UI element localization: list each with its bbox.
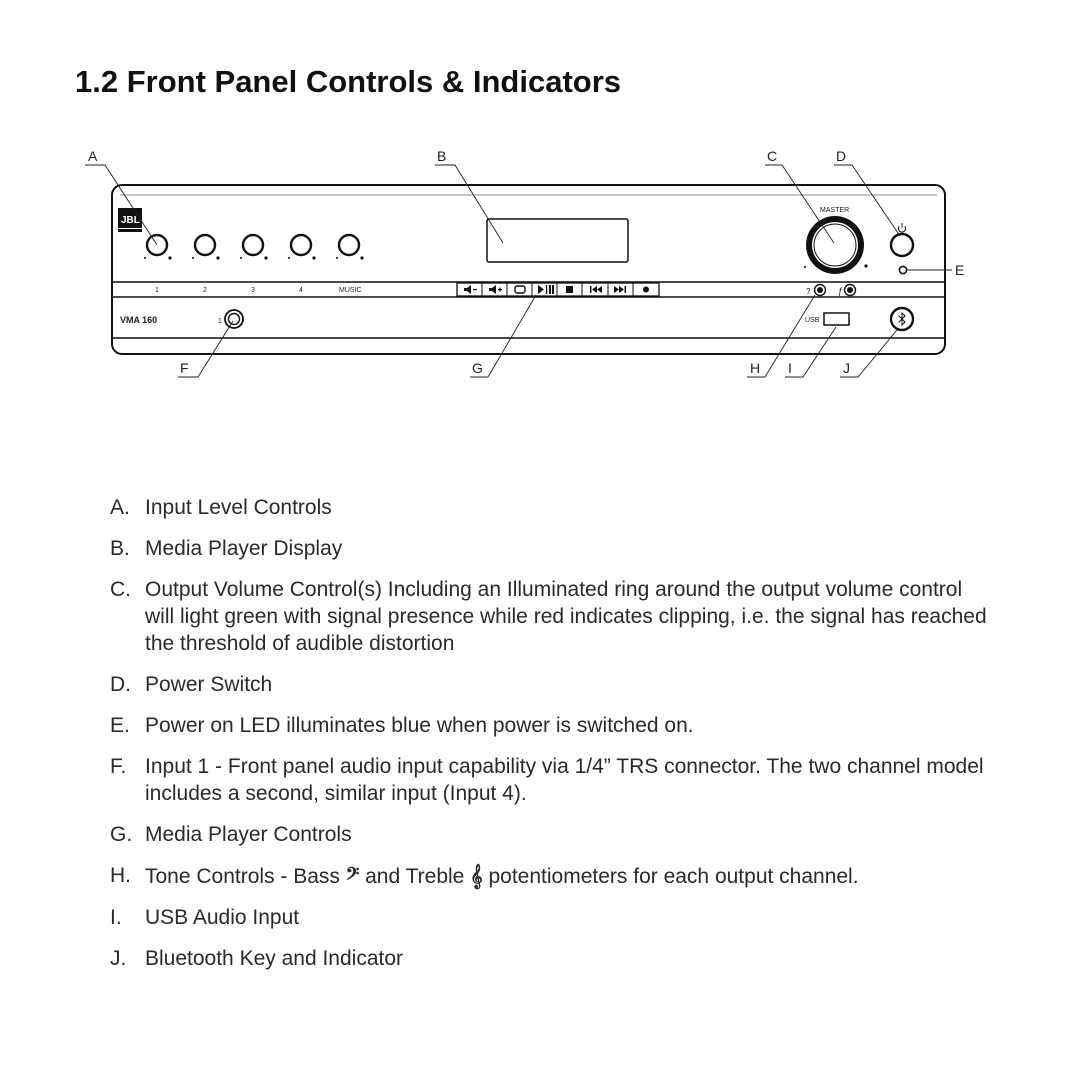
input-knob-music	[337, 233, 361, 257]
legend-text: Media Player Display	[145, 537, 343, 560]
model-label: VMA 160	[120, 315, 157, 325]
treble-small-icon: ƒ	[838, 286, 843, 296]
media-player-display	[486, 218, 629, 263]
legend-letter: B.	[110, 537, 130, 560]
legend-text: Output Volume Control(s) Including an Il…	[145, 578, 987, 655]
input-knob-4	[289, 233, 313, 257]
legend-item-h: H. Tone Controls - Bass 𝄢 and Treble 𝄞 po…	[110, 862, 990, 890]
input-knob-1	[145, 233, 169, 257]
input-number-labels: 1 2 3 4 MUSIC	[155, 287, 362, 294]
legend-text: Tone Controls - Bass 𝄢 and Treble 𝄞 pote…	[145, 862, 990, 890]
play-pause-icon	[538, 285, 554, 294]
legend-letter: I.	[110, 906, 122, 929]
legend-text: Input Level Controls	[145, 496, 332, 519]
tone-controls: ? ƒ	[806, 283, 857, 297]
media-player-controls	[456, 282, 660, 297]
input-knob-3	[241, 233, 265, 257]
legend-item-i: I. USB Audio Input	[110, 904, 990, 931]
usb-port	[823, 312, 850, 326]
master-label: MASTER	[820, 207, 849, 214]
callout-e: E	[955, 262, 964, 278]
brand-logo-text: JBL	[121, 215, 140, 226]
input-label-music: MUSIC	[339, 287, 362, 294]
callout-f: F	[180, 360, 189, 376]
input-label-2: 2	[203, 287, 207, 294]
treble-clef-icon: 𝄞	[470, 863, 483, 888]
brand-logo: JBL	[118, 208, 142, 232]
callout-a: A	[88, 148, 98, 164]
legend-letter: G.	[110, 823, 133, 846]
callout-lines	[85, 164, 952, 378]
callout-j: J	[843, 360, 850, 376]
callout-d: D	[836, 148, 846, 164]
legend-letter: H.	[110, 864, 131, 887]
front-input-jack	[224, 309, 244, 329]
bass-clef-icon: 𝄢	[345, 863, 360, 888]
legend-text-part: potentiometers for each output channel.	[488, 865, 859, 888]
callout-b: B	[437, 148, 446, 164]
legend-item-e: E. Power on LED illuminates blue when pow…	[110, 712, 990, 739]
legend-letter: E.	[110, 714, 130, 737]
legend-letter: J.	[110, 947, 127, 970]
legend-letter: C.	[110, 578, 131, 601]
bluetooth-key	[889, 306, 915, 332]
master-volume-knob	[806, 216, 864, 274]
legend-text: USB Audio Input	[145, 906, 300, 929]
callout-i: I	[788, 360, 792, 376]
legend-text: Media Player Controls	[145, 823, 352, 846]
previous-track-icon	[590, 286, 602, 293]
legend-item-j: J. Bluetooth Key and Indicator	[110, 945, 990, 972]
legend-item-b: B. Media Player Display	[110, 535, 990, 562]
legend-text: Input 1 - Front panel audio input capabi…	[145, 755, 984, 805]
legend-text: Power on LED illuminates blue when power…	[145, 714, 694, 737]
chassis-outline	[111, 184, 946, 355]
callout-h: H	[750, 360, 760, 376]
legend-letter: F.	[110, 755, 127, 778]
legend-text-part: and Treble	[365, 865, 465, 888]
legend-list: A. Input Level Controls B. Media Player Di…	[110, 494, 990, 986]
legend-text-part: Tone Controls - Bass	[145, 865, 340, 888]
power-icon	[897, 223, 907, 233]
front-input-number: 1	[218, 318, 222, 325]
legend-item-d: D. Power Switch	[110, 671, 990, 698]
legend-item-c: C. Output Volume Control(s) Including an …	[110, 576, 990, 657]
legend-item-a: A. Input Level Controls	[110, 494, 990, 521]
bluetooth-icon	[898, 311, 906, 327]
usb-label: USB	[805, 317, 820, 324]
callout-c: C	[767, 148, 777, 164]
input-label-4: 4	[299, 287, 303, 294]
stop-icon	[566, 286, 573, 293]
next-track-icon	[614, 286, 626, 293]
power-switch	[889, 223, 915, 258]
legend-text: Power Switch	[145, 673, 273, 696]
bass-small-icon: ?	[806, 287, 811, 296]
legend-item-f: F. Input 1 - Front panel audio input capa…	[110, 753, 990, 807]
callout-g: G	[472, 360, 483, 376]
input-knob-2	[193, 233, 217, 257]
legend-item-g: G. Media Player Controls	[110, 821, 990, 848]
input-level-knobs	[145, 233, 361, 257]
legend-letter: D.	[110, 673, 131, 696]
legend-text: Bluetooth Key and Indicator	[145, 947, 404, 970]
front-panel-diagram: JBL 1 2 3 4 MUSIC	[85, 148, 964, 378]
repeat-icon	[514, 285, 526, 294]
record-icon	[643, 286, 649, 293]
power-led	[898, 265, 908, 275]
volume-down-icon	[464, 285, 477, 294]
input-label-3: 3	[251, 287, 255, 294]
legend-letter: A.	[110, 496, 130, 519]
input-label-1: 1	[155, 287, 159, 294]
page-title: 1.2 Front Panel Controls & Indicators	[75, 64, 622, 99]
volume-up-icon	[489, 285, 502, 294]
callout-letters: A B C D E F G H I J	[88, 148, 964, 376]
